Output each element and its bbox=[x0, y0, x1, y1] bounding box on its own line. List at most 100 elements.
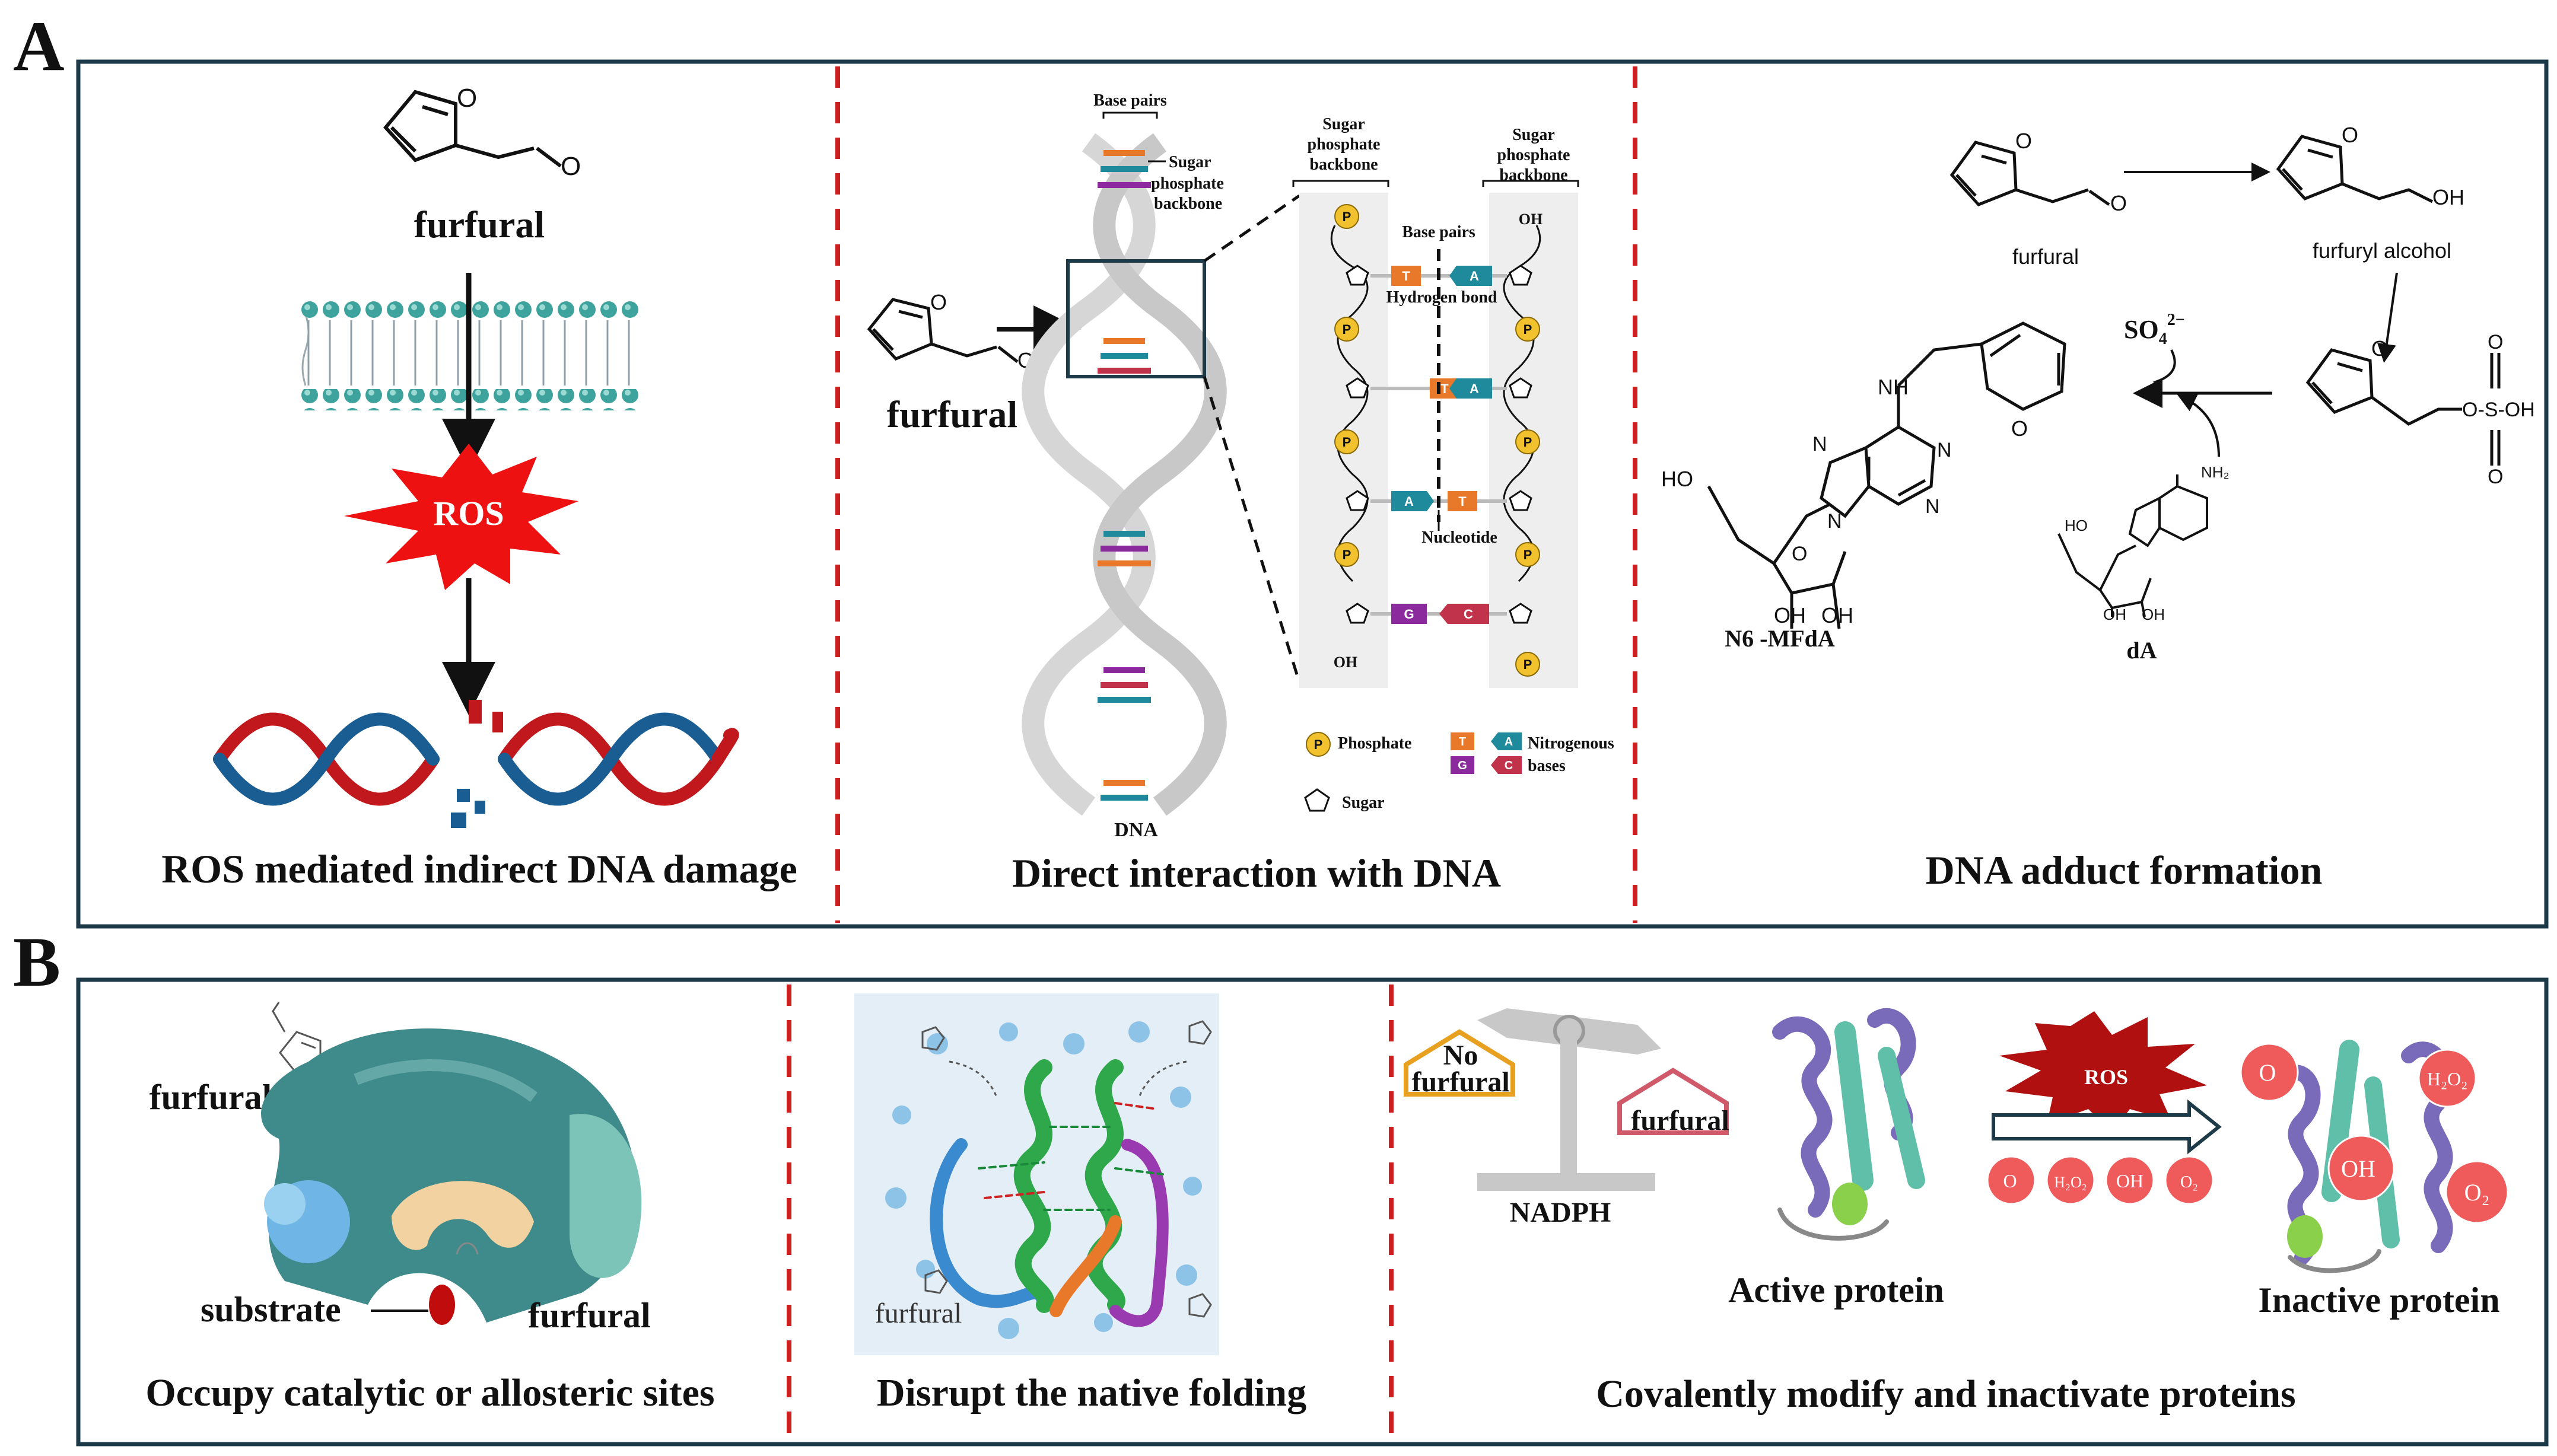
adduct-n-3: N bbox=[1812, 433, 1827, 455]
helix-backbone-label-1: Sugar bbox=[1169, 153, 1211, 171]
base-pairs-bracket bbox=[1102, 111, 1158, 119]
balance-furfural-label: furfural bbox=[1631, 1105, 1729, 1136]
ladder-backbone-left-3: backbone bbox=[1309, 155, 1378, 174]
ros-burst-b bbox=[1999, 1011, 2207, 1133]
furfural-structure-a3 bbox=[1949, 141, 2110, 206]
legend-phosphate-p: P bbox=[1314, 737, 1323, 752]
ladder-oh-bottom: OH bbox=[1334, 654, 1357, 671]
furfural-label-a1: furfural bbox=[414, 203, 545, 246]
base-t-1: T bbox=[1402, 269, 1410, 283]
sulfate-group: O-S-OH bbox=[2462, 399, 2535, 421]
furfuryl-alcohol-label: furfuryl alcohol bbox=[2313, 238, 2451, 263]
dna-label: DNA bbox=[1114, 819, 1158, 841]
furfural-label-b2: furfural bbox=[875, 1298, 962, 1329]
furfural-label-b1-bottom: furfural bbox=[528, 1296, 651, 1335]
ros-arrow-outline bbox=[1992, 1099, 2222, 1155]
base-pairs-label-top: Base pairs bbox=[1093, 91, 1167, 110]
ros-bubble-labels: O H₂O₂ OH O₂ bbox=[2003, 1170, 2198, 1191]
da-oh-2: OH bbox=[2142, 606, 2165, 623]
phosphate-p-8: P bbox=[1524, 657, 1532, 672]
bubble-o2-1: O₂ bbox=[2180, 1173, 2198, 1191]
zoom-line-bottom bbox=[1203, 376, 1301, 683]
so4-main: SO bbox=[2124, 315, 2159, 344]
no-furfural-line1: No bbox=[1443, 1040, 1478, 1071]
ladder-backbone-left-2: phosphate bbox=[1308, 135, 1381, 154]
protein-fold bbox=[930, 1059, 1169, 1327]
enzyme-blob bbox=[261, 1028, 642, 1325]
inactive-bubble-labels: O H₂O₂ OH O₂ bbox=[2259, 1059, 2490, 1206]
furan-molecule-a1 bbox=[383, 90, 562, 168]
bubble-o-1: O bbox=[2003, 1170, 2017, 1191]
damaged-dna-strand bbox=[213, 700, 739, 828]
arrow-sulfation-down bbox=[2377, 272, 2398, 363]
panel-b-letter: B bbox=[13, 922, 61, 1001]
adduct-n-4: N bbox=[1827, 510, 1842, 533]
so4-sup: 2− bbox=[2167, 311, 2185, 329]
da-oh-1: OH bbox=[2103, 606, 2126, 623]
bubble-o2-2: O₂ bbox=[2464, 1179, 2490, 1206]
furfural-label-a3: furfural bbox=[2012, 244, 2079, 269]
active-protein bbox=[1772, 1008, 1925, 1241]
base-t-2: T bbox=[1440, 381, 1449, 396]
ladder-backbone-right-2: phosphate bbox=[1497, 146, 1570, 164]
atom-o-a3-ald: O bbox=[2110, 191, 2127, 215]
hydrogen-bond-label: Hydrogen bond bbox=[1386, 288, 1497, 307]
adduct-oh-1: OH bbox=[1774, 603, 1806, 627]
da-nh2: NH₂ bbox=[2201, 463, 2230, 481]
phosphate-p-7: P bbox=[1524, 547, 1532, 562]
no-furfural-line2: furfural bbox=[1411, 1066, 1509, 1098]
base-t-3: T bbox=[1458, 494, 1467, 509]
base-a-2: A bbox=[1470, 381, 1479, 396]
caption-a2: Direct interaction with DNA bbox=[1012, 850, 1501, 896]
da-ho: HO bbox=[2065, 517, 2088, 534]
folding-furfural-molecules bbox=[921, 1020, 1212, 1318]
panel-a-frame bbox=[76, 59, 2549, 929]
panel-a-letter: A bbox=[13, 7, 65, 85]
ladder-base-pairs-label: Base pairs bbox=[1402, 223, 1475, 241]
bubble-h2o2-1: H₂O₂ bbox=[2054, 1174, 2087, 1191]
phosphate-p-6: P bbox=[1524, 435, 1532, 450]
dna-ladder bbox=[1292, 180, 1579, 688]
da-label: dA bbox=[2126, 637, 2157, 664]
bubble-o-2: O bbox=[2259, 1059, 2276, 1086]
base-g-1: G bbox=[1404, 607, 1414, 622]
caption-a1: ROS mediated indirect DNA damage bbox=[161, 846, 797, 891]
helix-backbone-label-2: phosphate bbox=[1151, 174, 1224, 193]
ros-label-b: ROS bbox=[2084, 1065, 2128, 1089]
atom-o-fa-ring: O bbox=[2342, 123, 2358, 147]
nadph-label: NADPH bbox=[1510, 1197, 1611, 1228]
furfural-label-b1-top: furfural bbox=[150, 1078, 272, 1117]
legend-base-c: C bbox=[1505, 759, 1513, 772]
sulfate-ester-structure bbox=[2305, 348, 2501, 466]
furfuryl-alcohol-structure bbox=[2276, 135, 2434, 203]
base-a-3: A bbox=[1404, 494, 1414, 509]
phosphate-p-1: P bbox=[1343, 209, 1351, 224]
base-letters: T A T A A T G C bbox=[1402, 269, 1479, 622]
ros-label-a: ROS bbox=[433, 494, 504, 533]
furan-molecule-a2 bbox=[867, 298, 1019, 363]
atom-o-a3-ring: O bbox=[2015, 129, 2032, 153]
arrow-curved-so4 bbox=[2153, 349, 2176, 384]
substrate-label: substrate bbox=[201, 1290, 341, 1329]
bubble-oh-2: OH bbox=[2341, 1155, 2375, 1182]
ros-bubbles bbox=[1986, 1155, 2214, 1205]
base-c-1: C bbox=[1464, 607, 1473, 622]
zoom-box bbox=[1066, 259, 1206, 378]
nucleotide-label: Nucleotide bbox=[1421, 528, 1497, 547]
zoom-line-top bbox=[1203, 194, 1300, 263]
adduct-n-2: N bbox=[1925, 495, 1940, 518]
balance-scale bbox=[1404, 1008, 1729, 1191]
legend-nitrogenous: Nitrogenous bbox=[1528, 734, 1614, 753]
active-protein-label: Active protein bbox=[1728, 1270, 1944, 1310]
phosphate-p-4: P bbox=[1343, 547, 1351, 562]
phosphate-p-3: P bbox=[1343, 435, 1351, 450]
panel-b-frame bbox=[76, 977, 2549, 1447]
so4-sub: 4 bbox=[2159, 330, 2167, 348]
base-a-1: A bbox=[1470, 269, 1479, 283]
dna-double-helix bbox=[1022, 133, 1227, 816]
adduct-ho: HO bbox=[1661, 467, 1693, 491]
legend-bases: bases bbox=[1528, 757, 1566, 775]
sulfate-ion-label: SO42− bbox=[2124, 311, 2185, 348]
phosphate-p-5: P bbox=[1524, 322, 1532, 337]
